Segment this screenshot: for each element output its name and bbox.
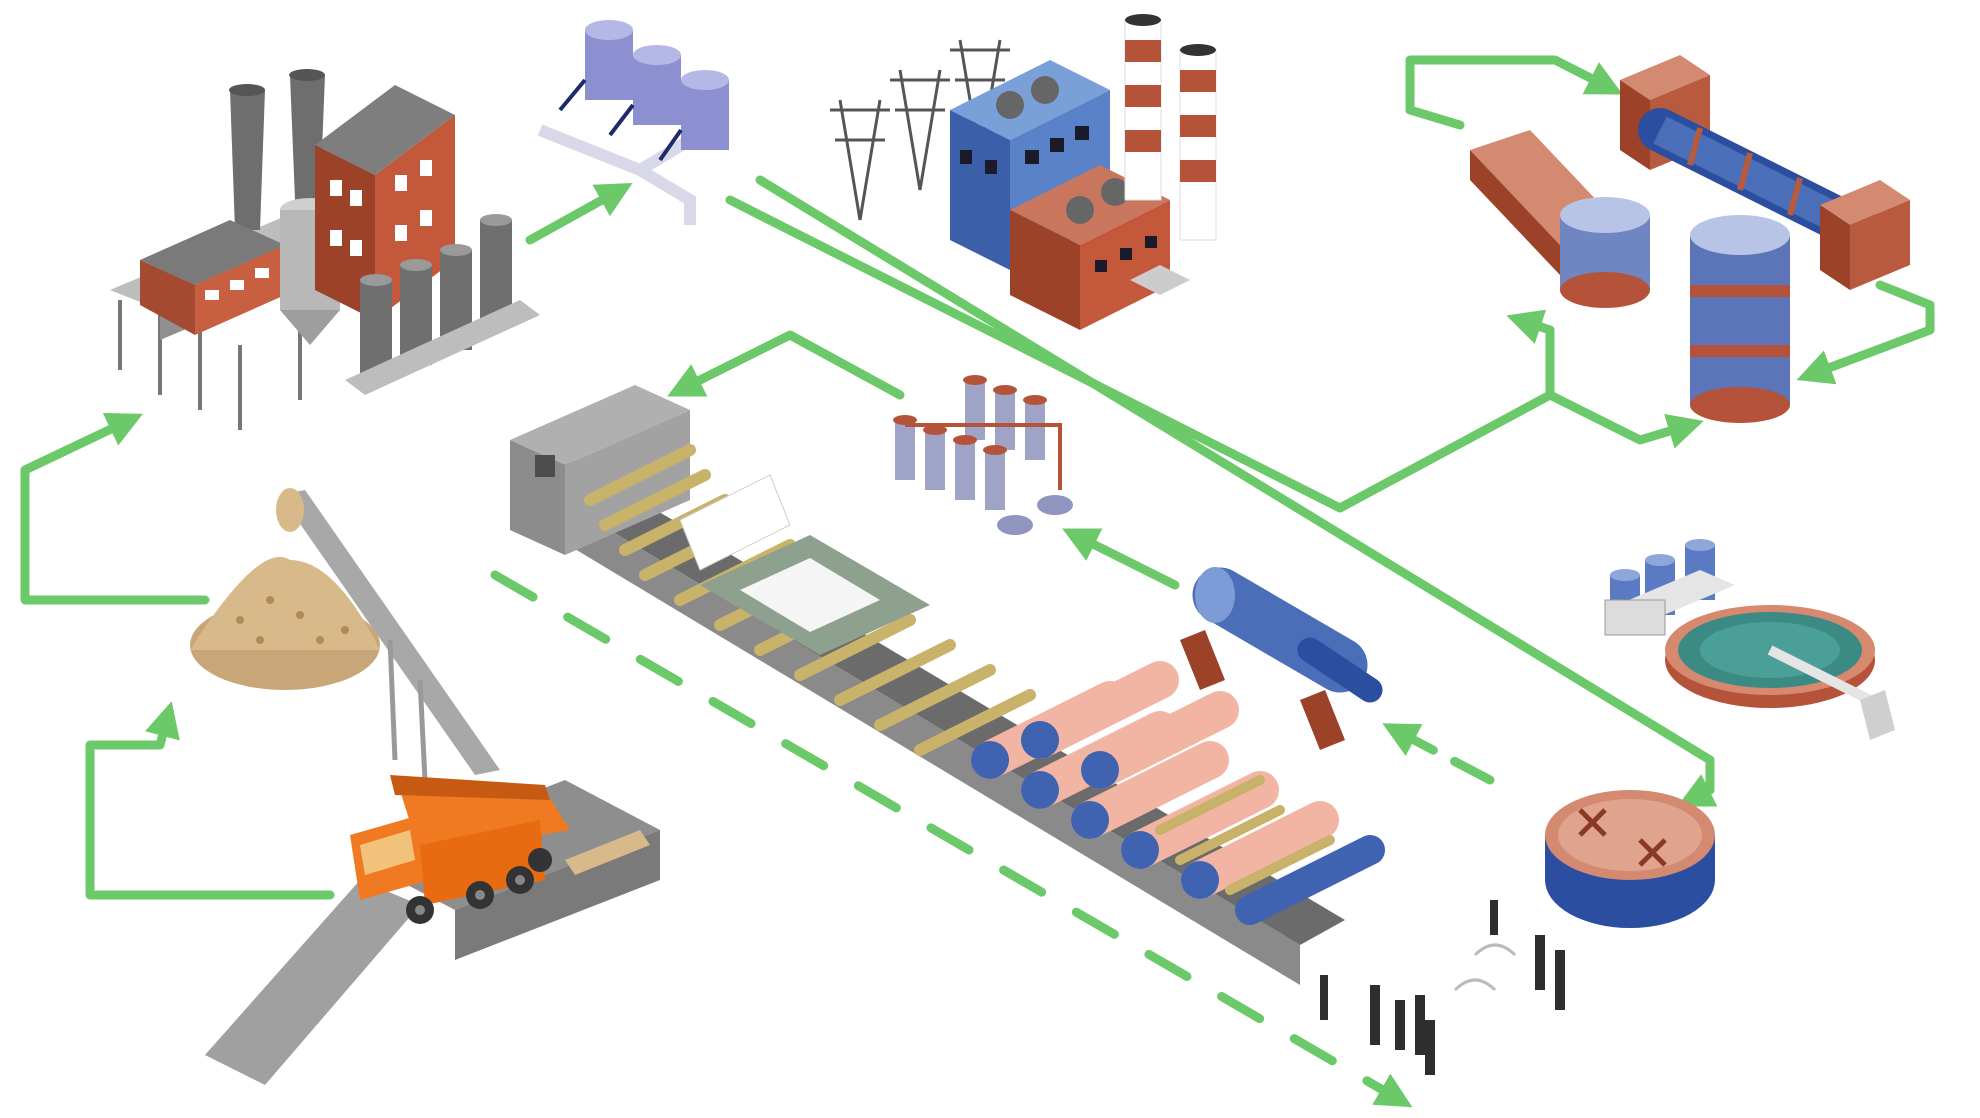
rotary-kiln-icon xyxy=(1470,55,1910,423)
flow-arrow-plant-to-filters xyxy=(525,183,633,245)
flow-arrow-truck-to-chips xyxy=(85,701,335,900)
power-station-icon xyxy=(830,39,1170,330)
cooling-tower-icon xyxy=(1124,14,1217,295)
flow-arrow-basin-to-drum xyxy=(1382,723,1495,785)
factory-icon xyxy=(110,69,540,430)
flow-arrow-machine-dashed xyxy=(490,570,1413,1108)
flow-arrow-kiln-loop-top xyxy=(1405,55,1623,130)
flow-arrow-pulp-to-machine xyxy=(667,330,905,400)
basin-icon xyxy=(1545,790,1715,928)
paper-machine-icon xyxy=(510,385,1385,985)
chip-pile-icon xyxy=(190,488,500,781)
flow-arrow-kiln-loop-right xyxy=(1796,280,1935,385)
flow-arrows xyxy=(20,55,1935,1108)
dump-truck-icon xyxy=(205,775,660,1085)
flow-arrow-chips-to-plant xyxy=(20,413,210,605)
drum-icon xyxy=(1180,567,1383,750)
flow-arrow-drum-to-pulp xyxy=(1062,528,1180,590)
flow-arrow-junction-to-tank xyxy=(1545,390,1704,449)
pulp-tanks-icon xyxy=(893,375,1073,535)
flow-arrow-filters-to-basin xyxy=(755,175,1718,807)
filter-tanks-icon xyxy=(537,20,729,225)
paper-reels-icon xyxy=(1320,900,1565,1075)
clarifier-icon xyxy=(1604,539,1895,740)
